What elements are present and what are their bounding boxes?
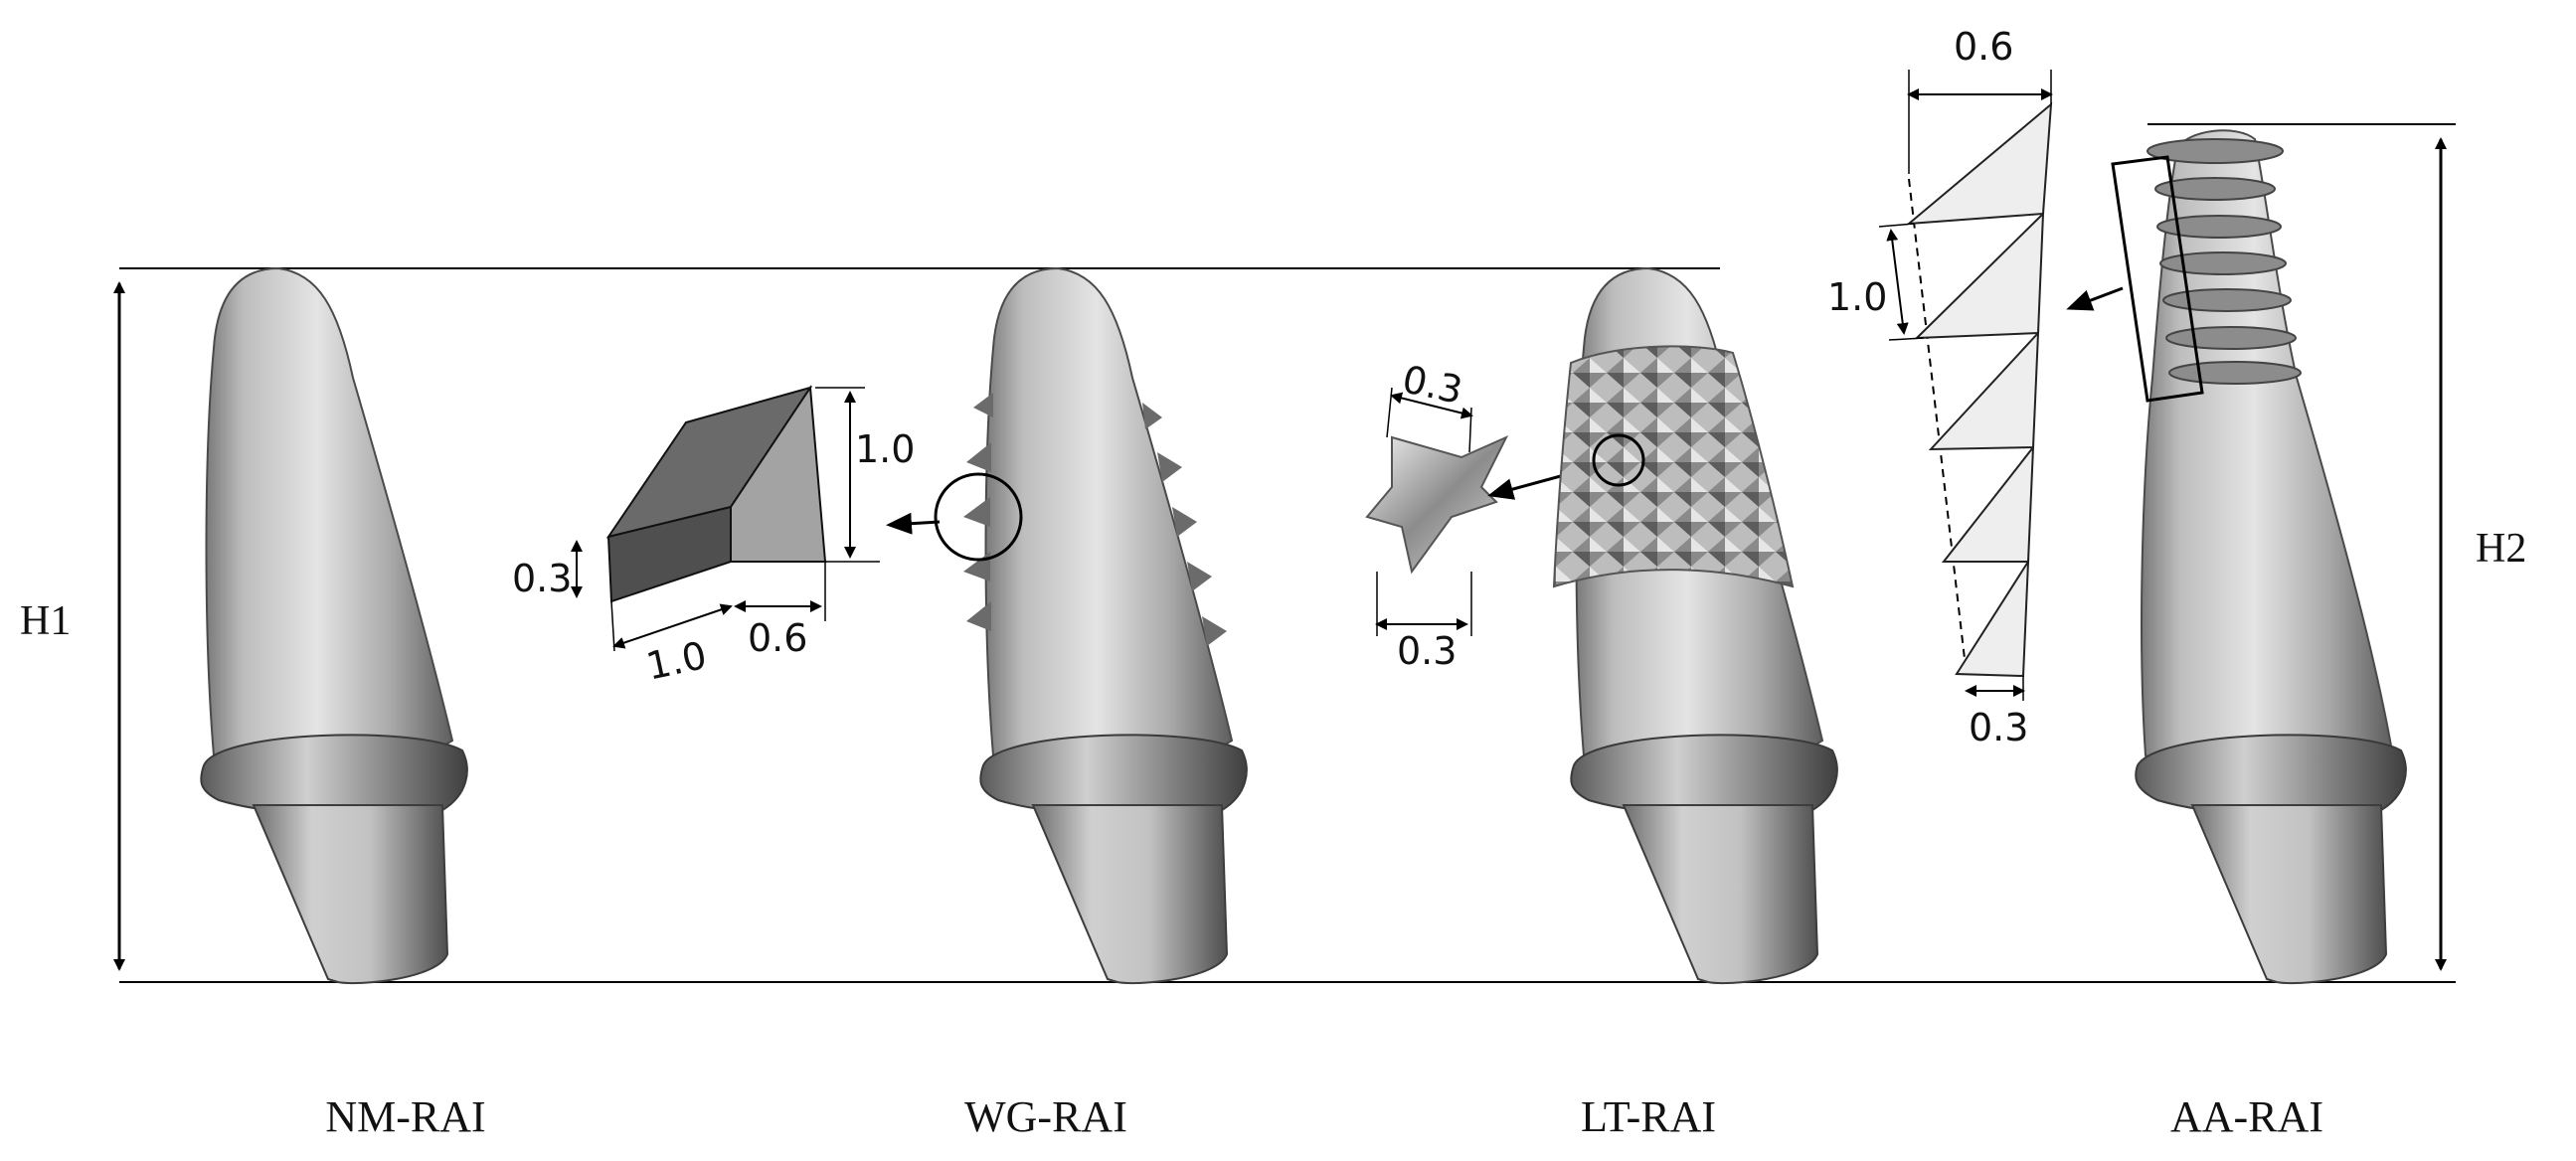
- implant-wg-rai: WG-RAI: [934, 266, 1248, 1141]
- thread-tooth: [1941, 443, 2035, 563]
- implant-collar-ring: [979, 734, 1248, 817]
- h1-dimension: H1: [20, 281, 125, 971]
- h1-label: H1: [20, 598, 71, 644]
- implant-nm-rai: NM-RAI: [200, 266, 486, 1141]
- implant-aa-rai: AA-RAI: [2111, 129, 2407, 1141]
- wedge-depth-label: 0.6: [748, 616, 807, 660]
- implant-collar-ring: [2135, 734, 2407, 817]
- implant-root: [1622, 804, 1819, 985]
- h2-label: H2: [2476, 526, 2526, 572]
- thread-tooth: [1914, 211, 2045, 340]
- thread-top-label: 0.6: [1954, 25, 2013, 69]
- thread-rings: [2147, 138, 2302, 385]
- caption-nm-rai: NM-RAI: [325, 1092, 485, 1141]
- thread-focus-box: [2111, 155, 2204, 403]
- thread-profile-detail: 0.6 1.0 0.3: [1827, 25, 2124, 749]
- h2-dimension: H2: [2435, 137, 2526, 971]
- thread-tooth: [1955, 558, 2030, 678]
- wedge-focus-circle: [934, 472, 1023, 562]
- wedge-height-label: 1.0: [855, 427, 915, 471]
- implant-root: [2190, 804, 2388, 985]
- wedge-thickness-label: 0.3: [512, 557, 572, 600]
- lattice-detail: 0.3 0.3: [1365, 357, 1602, 673]
- implant-root: [252, 804, 449, 985]
- lattice-node-shape: [1365, 434, 1509, 575]
- implant-crown-body: [205, 266, 454, 774]
- thread-pitch-label: 1.0: [1827, 275, 1887, 319]
- wedge-length-label: 1.0: [642, 633, 710, 689]
- caption-lt-rai: LT-RAI: [1581, 1092, 1716, 1141]
- implant-root: [1031, 804, 1229, 985]
- lattice-surface-band: [1552, 345, 1795, 588]
- lattice-focus-circle: [1592, 433, 1645, 487]
- caption-wg-rai: WG-RAI: [964, 1092, 1127, 1141]
- caption-aa-rai: AA-RAI: [2170, 1092, 2323, 1141]
- wedge-detail: 1.0 0.3 1.0 0.6: [512, 385, 941, 689]
- implant-lt-rai: LT-RAI: [1552, 266, 1838, 1141]
- thread-tooth: [1905, 101, 2053, 226]
- lattice-top-label: 0.3: [1399, 357, 1466, 413]
- implant-collar-ring: [1570, 734, 1838, 817]
- wedge-ridges: [963, 393, 1227, 646]
- implant-collar-ring: [200, 734, 468, 817]
- lattice-bottom-label: 0.3: [1397, 629, 1457, 673]
- thread-tooth: [1928, 330, 2040, 451]
- thread-bottom-label: 0.3: [1969, 706, 2028, 749]
